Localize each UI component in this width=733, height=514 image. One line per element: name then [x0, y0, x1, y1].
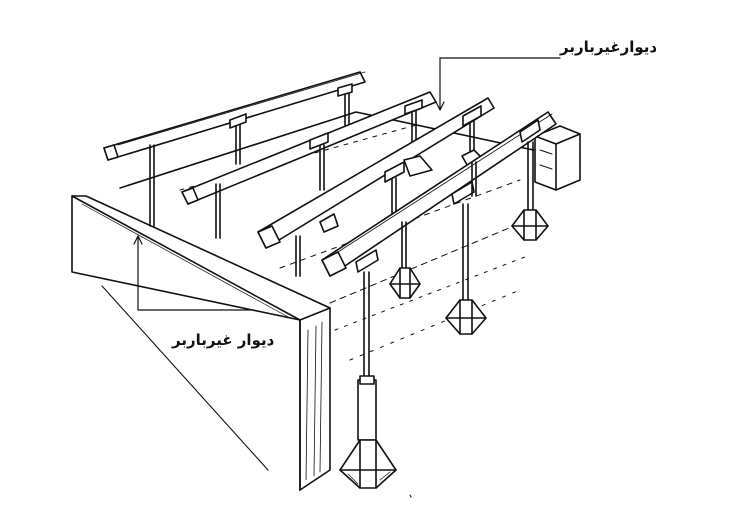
front-wall: [71, 195, 331, 491]
prop-front-mid: [445, 203, 487, 335]
beam-1: [103, 71, 366, 227]
non-bearing-wall-label-bottom: دیوار غیرباربر: [172, 331, 275, 349]
non-bearing-wall-label-top: دیوارغیرباربر: [560, 38, 658, 56]
prop-front-left: [339, 271, 397, 489]
beam-2: [181, 91, 437, 239]
prop-front-right: [511, 141, 549, 241]
end-block: [534, 125, 581, 191]
beam-4: [321, 111, 557, 277]
prop-row3-left: [389, 221, 421, 299]
leader-lines: [101, 57, 561, 498]
prop-row3-right: [471, 161, 477, 197]
